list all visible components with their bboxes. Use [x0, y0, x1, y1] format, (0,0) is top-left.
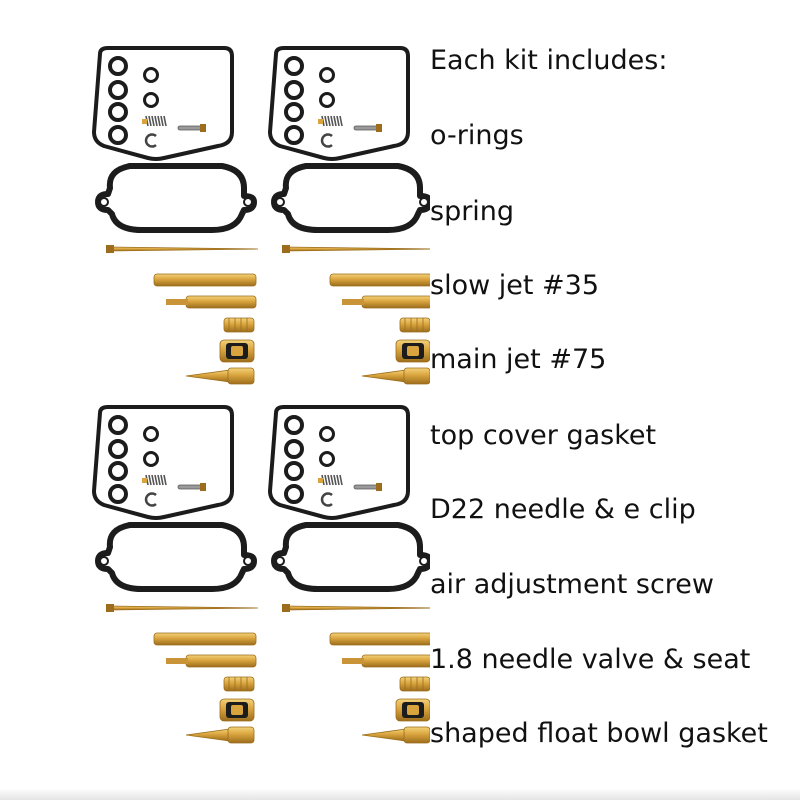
o-ring-small: [143, 451, 159, 467]
top-cover-gasket: [268, 405, 410, 520]
kit-item-needle-valve-seat: 1.8 needle valve & seat: [430, 644, 751, 675]
slow-jet: [153, 273, 257, 287]
o-ring-small: [143, 67, 159, 83]
top-cover-gasket: [92, 46, 234, 161]
needle-jet: [361, 295, 430, 309]
float-bowl-gasket: [95, 522, 257, 592]
jet-needle: [107, 246, 259, 252]
o-ring: [284, 102, 304, 122]
needle-jet: [185, 654, 257, 668]
spring: [318, 115, 343, 127]
o-ring: [284, 125, 304, 145]
o-ring-small: [319, 92, 335, 108]
o-ring: [108, 484, 128, 504]
carb-kit-3: [92, 405, 259, 744]
kit-item-main-jet: main jet #75: [430, 344, 607, 375]
o-ring: [108, 125, 128, 145]
e-clip: [320, 492, 333, 507]
air-adjustment-screw: [185, 728, 231, 742]
o-ring: [108, 56, 128, 76]
e-clip: [144, 133, 157, 148]
top-cover-gasket: [268, 46, 410, 161]
slow-jet: [153, 632, 257, 646]
o-ring: [108, 439, 128, 459]
o-ring: [284, 56, 304, 76]
o-ring-small: [319, 67, 335, 83]
top-cover-gasket: [92, 405, 234, 520]
kit-item-air-adjustment-screw: air adjustment screw: [430, 569, 714, 600]
o-ring: [108, 102, 128, 122]
spring: [142, 115, 167, 127]
float-bowl-gasket: [95, 163, 257, 233]
carb-kit-2: [268, 46, 430, 385]
o-ring-small: [143, 92, 159, 108]
carb-kit-4: [268, 405, 430, 744]
o-ring: [108, 461, 128, 481]
main-jet: [399, 676, 430, 692]
jet-needle: [283, 246, 430, 252]
kit-item-needle-e-clip: D22 needle & e clip: [430, 494, 696, 525]
jet-needle: [107, 605, 259, 611]
o-ring-small: [319, 426, 335, 442]
air-adjustment-screw: [185, 369, 231, 383]
air-adjustment-screw: [361, 728, 407, 742]
main-jet: [223, 676, 255, 692]
float-bowl-gasket: [271, 522, 430, 592]
spring: [142, 474, 167, 486]
o-ring: [284, 439, 304, 459]
slow-jet: [329, 632, 430, 646]
needle-jet: [361, 654, 430, 668]
carb-kit-1: [92, 46, 259, 385]
o-ring-small: [143, 426, 159, 442]
jet-needle: [283, 605, 430, 611]
needle-jet: [185, 295, 257, 309]
slow-jet: [329, 273, 430, 287]
kit-item-top-cover-gasket: top cover gasket: [430, 420, 657, 451]
kit-item-spring: spring: [430, 196, 515, 227]
kit-item-slow-jet: slow jet #35: [430, 270, 600, 301]
o-ring: [284, 461, 304, 481]
bottom-shadow: [0, 788, 800, 800]
o-ring: [284, 484, 304, 504]
carburetor-kit-photo: [92, 46, 430, 744]
e-clip: [320, 133, 333, 148]
spring: [318, 474, 343, 486]
kit-item-o-rings: o-rings: [430, 120, 524, 151]
o-ring: [108, 415, 128, 435]
main-jet: [399, 317, 430, 333]
main-jet: [223, 317, 255, 333]
o-ring: [108, 80, 128, 100]
kit-heading: Each kit includes:: [430, 45, 668, 76]
o-ring: [284, 415, 304, 435]
kit-item-float-bowl-gasket: shaped float bowl gasket: [430, 718, 768, 749]
float-bowl-gasket: [271, 163, 430, 233]
o-ring-small: [319, 451, 335, 467]
o-ring: [284, 80, 304, 100]
e-clip: [144, 492, 157, 507]
air-adjustment-screw: [361, 369, 407, 383]
